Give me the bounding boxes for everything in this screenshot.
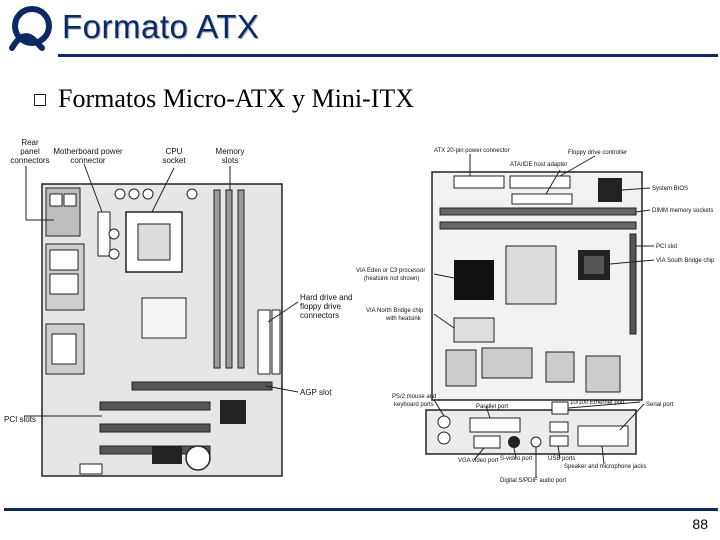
label-mb-power-1: Motherboard power	[53, 147, 123, 156]
footer-rule	[4, 508, 718, 511]
swirl-q-logo-icon	[9, 6, 52, 51]
slide-title: Formato ATX	[62, 8, 260, 45]
square-bullet-icon	[34, 94, 46, 106]
label-rear-panel-1: Rear	[21, 138, 39, 147]
title-rule	[58, 54, 718, 57]
label-rear-panel-3: connectors	[10, 156, 49, 165]
label-memory-1: Memory	[216, 147, 245, 156]
label-eden-2: (heatsink not shown)	[364, 276, 419, 282]
label-ata: ATA/IDE host adapter	[510, 162, 567, 168]
label-speaker: Speaker and microphone jacks	[564, 464, 646, 470]
label-floppy: Floppy drive controller	[568, 150, 627, 156]
label-ps2-1: PS/2 mouse and	[392, 394, 436, 400]
microatx-diagram: Rear panel connectors Motherboard power …	[4, 138, 352, 477]
label-drive-1: Hard drive and	[300, 293, 352, 302]
label-svideo: S-video port	[500, 456, 533, 462]
label-memory-2: slots	[222, 156, 238, 165]
miniitx-diagram: ATX 20-pin power connector Floppy drive …	[356, 148, 715, 484]
label-drive-3: connectors	[300, 311, 339, 320]
label-bios: System BIOS	[652, 186, 688, 192]
page-number: 88	[692, 516, 708, 532]
label-south-bridge: VIA South Bridge chip	[656, 258, 715, 264]
label-north-2: with heatsink	[385, 316, 422, 322]
label-eden-1: VIA Eden or C3 processor	[356, 268, 425, 274]
label-drive-2: floppy drive	[300, 302, 341, 311]
label-parallel: Parallel port	[476, 404, 508, 410]
label-agp: AGP slot	[300, 388, 332, 397]
label-vga: VGA video port	[458, 458, 499, 464]
label-ps2-2: keyboard ports	[394, 402, 434, 408]
label-north-1: VIA North Bridge chip	[366, 308, 424, 314]
label-dimm: DIMM memory sockets	[652, 208, 713, 214]
label-pci-slot: PCI slot	[656, 244, 677, 250]
label-atx-power: ATX 20-pin power connector	[434, 148, 510, 154]
label-spdif: Digital S/PDIF audio port	[500, 478, 566, 484]
label-pci-slots: PCI slots	[4, 415, 36, 424]
label-usb: USB ports	[548, 456, 575, 462]
label-cpu-1: CPU	[166, 147, 183, 156]
label-ethernet: 10/100 Ethernet port	[570, 400, 625, 406]
label-cpu-2: socket	[162, 156, 186, 165]
label-serial: Serial port	[646, 402, 674, 408]
label-mb-power-2: connector	[70, 156, 105, 165]
bullet-text: Formatos Micro-ATX y Mini-ITX	[58, 84, 415, 113]
label-rear-panel-2: panel	[20, 147, 40, 156]
